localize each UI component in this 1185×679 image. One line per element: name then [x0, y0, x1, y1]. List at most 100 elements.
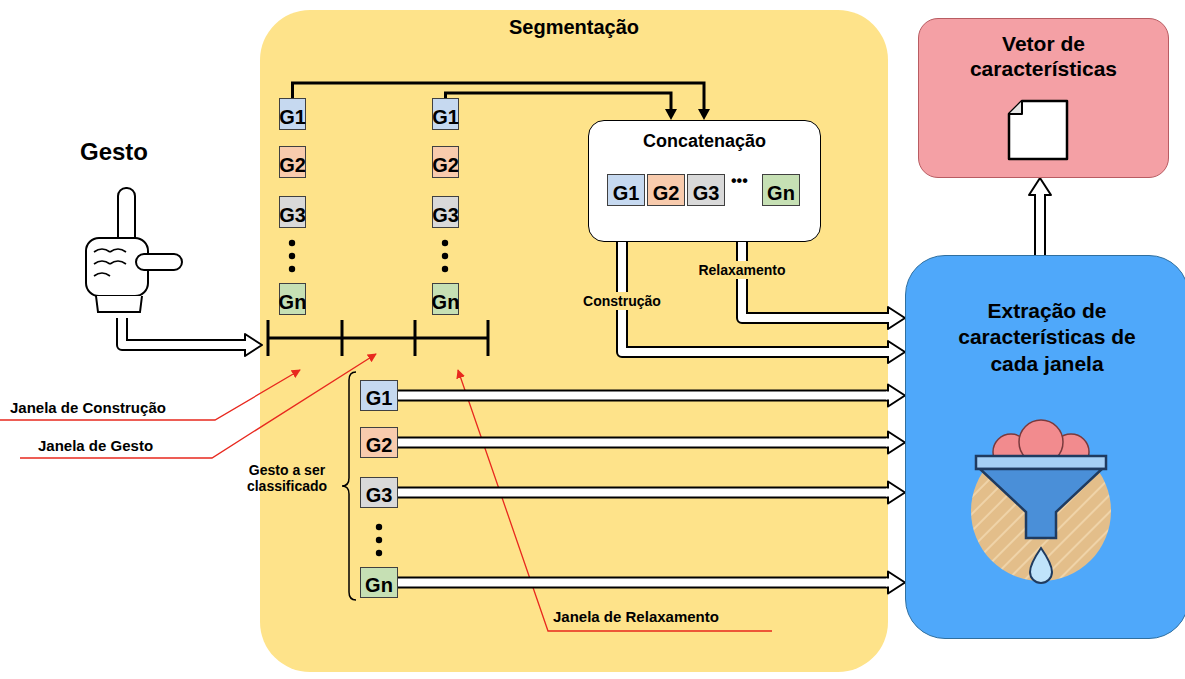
- annotation-label: Gesto a ser classificado: [228, 462, 346, 494]
- connector-arrow: [1029, 178, 1051, 255]
- gesture-segment-box: G2: [432, 146, 459, 178]
- graphic-part: [458, 370, 772, 631]
- graphic-part: [341, 320, 344, 356]
- node-text: G3: [366, 478, 393, 507]
- connector-part: [398, 487, 888, 499]
- node-text: G2: [432, 148, 459, 177]
- connector-arrow: [398, 482, 905, 504]
- graphic-part: [289, 253, 295, 259]
- connector-arrow: [398, 385, 905, 407]
- node-text: Gn: [365, 568, 393, 597]
- connector-part: [888, 432, 905, 454]
- connector-part: [398, 392, 888, 400]
- graphic-part: [980, 469, 1102, 538]
- graphic-part: [442, 253, 448, 259]
- segmentation-region: [260, 10, 888, 672]
- connector-part: [742, 242, 888, 318]
- connector-part: [886, 348, 891, 356]
- graphic-part: [442, 240, 448, 246]
- connector-part: [398, 579, 888, 587]
- node-text: Gn: [432, 285, 460, 314]
- connector-part: [698, 109, 710, 120]
- connector-part: [398, 489, 888, 497]
- graphic-part: [268, 337, 488, 340]
- connector-part: [398, 439, 888, 447]
- connector-part: [888, 482, 905, 504]
- connector-part: [886, 314, 891, 322]
- connector-part: [1036, 193, 1044, 198]
- feature-extraction-box: Extração de características de cada jane…: [905, 255, 1185, 639]
- connector-arrow: [622, 242, 905, 363]
- connector-part: [122, 318, 245, 345]
- node-text: Gn: [279, 285, 307, 314]
- gesture-segment-box: Gn: [279, 283, 306, 315]
- node-text: G1: [366, 381, 393, 410]
- node-text: Segmentação: [260, 10, 888, 39]
- connector-part: [742, 242, 888, 318]
- graphic-part: [376, 550, 382, 556]
- graphic-part: [267, 320, 270, 356]
- gesture-segment-box: G1: [432, 98, 459, 130]
- gesture-title: Gesto: [80, 138, 148, 166]
- gesture-segment-box: G1: [607, 174, 645, 206]
- connector-part: [398, 437, 888, 449]
- node-text: Extração de características de cada jane…: [932, 256, 1162, 377]
- gesture-segment-box: Gn: [432, 283, 459, 315]
- node-text: G1: [432, 100, 459, 129]
- edge-label: Construção: [580, 292, 664, 310]
- node-text: G2: [279, 148, 306, 177]
- connector-part: [1036, 195, 1044, 255]
- node-text: G1: [613, 176, 640, 205]
- connector-part: [886, 489, 891, 497]
- connector-part: [1034, 195, 1046, 255]
- connector-part: [398, 390, 888, 402]
- annotation-label: Janela de Relaxamento: [553, 608, 719, 625]
- graphic-part: [442, 266, 448, 272]
- gesture-segment-box: G3: [687, 174, 725, 206]
- graphic-part: [289, 240, 295, 246]
- node-text: Gn: [767, 176, 795, 205]
- connector-part: [622, 242, 888, 352]
- graphic-part: [96, 296, 142, 312]
- gesture-segment-box: G3: [360, 477, 398, 508]
- graphic-part: [289, 266, 295, 272]
- connector-part: [665, 109, 677, 120]
- connector-part: [888, 307, 905, 329]
- gesture-segment-box: G2: [279, 146, 306, 178]
- connector-arrow: [446, 93, 678, 120]
- hand-illustration: [86, 188, 182, 312]
- segmentation-region: SegmentaçãoG1G2G3GnG1G2G3GnConcatenaçãoG…: [260, 10, 888, 672]
- connector-part: [888, 572, 905, 594]
- graphic-part: [136, 254, 182, 270]
- edge-label: Relaxamento: [695, 261, 788, 279]
- connector-part: [1029, 178, 1051, 195]
- connector-arrow: [398, 572, 905, 594]
- node-text: Concatenação: [589, 121, 820, 152]
- graphic-part: [976, 456, 1106, 469]
- graphic-part: [376, 537, 382, 543]
- gesture-segment-box: G1: [279, 98, 306, 130]
- feature-vector-box: Vetor de características: [918, 18, 1169, 178]
- gesture-segment-box: G1: [360, 380, 398, 411]
- gesture-segment-box: G2: [647, 174, 685, 206]
- connector-part: [122, 318, 245, 345]
- node-text: G2: [366, 428, 393, 457]
- connector-part: [886, 579, 891, 587]
- connector-part: [446, 93, 672, 109]
- graphic-part: [487, 320, 490, 356]
- timeline: [268, 320, 488, 356]
- connector-arrow: [742, 242, 905, 329]
- graphic-part: [1030, 548, 1052, 583]
- connector-part: [622, 242, 888, 352]
- graphic-part: [376, 524, 382, 530]
- connector-part: [888, 341, 905, 363]
- connector-part: [886, 392, 891, 400]
- connector-part: [245, 334, 262, 356]
- graphic-part: [414, 320, 417, 356]
- graphic-part: [1009, 101, 1022, 114]
- gesture-segment-box: G2: [360, 427, 398, 458]
- node-text: Vetor de características: [919, 19, 1168, 81]
- node-text: G3: [693, 176, 720, 205]
- graphic-part: [20, 354, 376, 458]
